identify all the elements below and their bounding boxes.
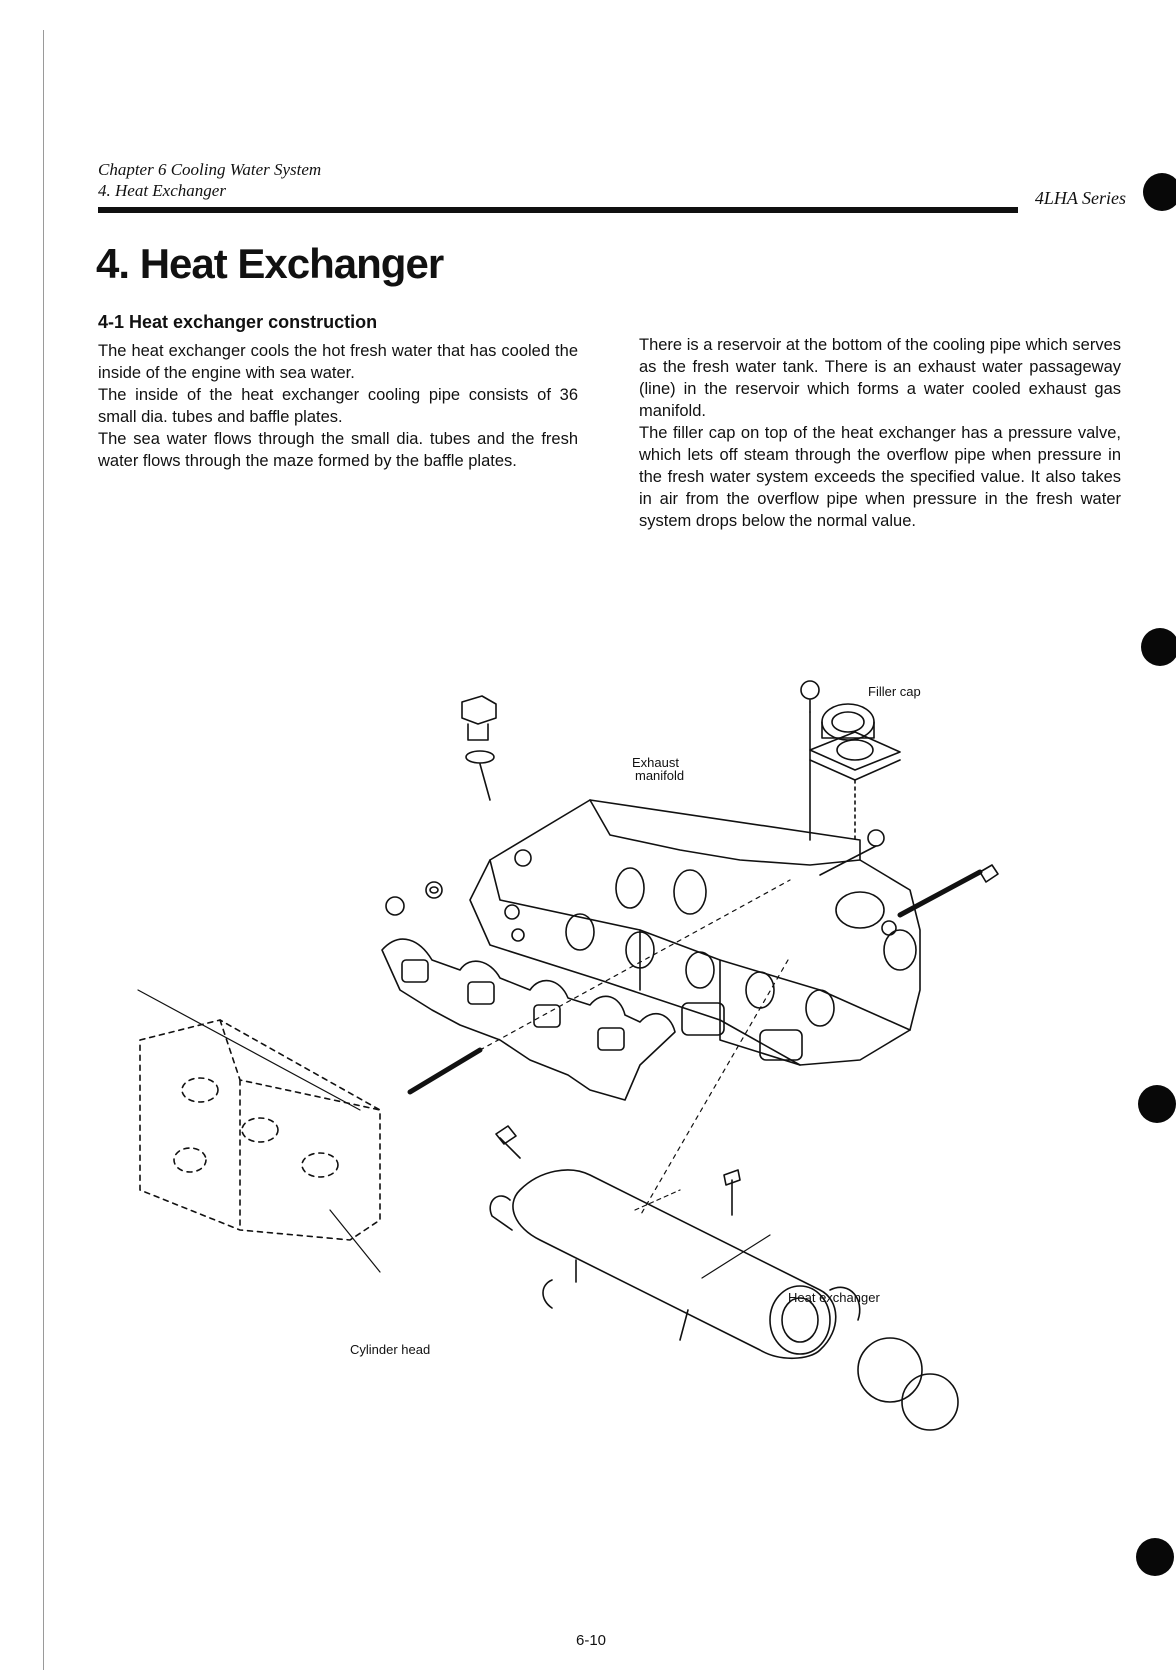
page-header: Chapter 6 Cooling Water System 4. Heat E… xyxy=(98,160,1130,215)
binder-margin-line xyxy=(43,30,44,1670)
exhaust-manifold-drawing xyxy=(469,799,921,1066)
paragraph: The heat exchanger cools the hot fresh w… xyxy=(98,342,578,382)
subsection-title: 4-1 Heat exchanger construction xyxy=(98,312,378,332)
filler-cap-label: Filler cap xyxy=(868,684,921,699)
cylinder-head-label: Cylinder head xyxy=(350,1342,431,1357)
page-number: 6-10 xyxy=(576,1632,607,1649)
series-label: 4LHA Series xyxy=(1034,188,1126,208)
cylinder-head-drawing xyxy=(139,1019,381,1241)
paragraph: The sea water flows through the small di… xyxy=(98,430,578,470)
heat-exchanger-drawing xyxy=(489,1125,959,1431)
section-title: 4. Heat Exchanger xyxy=(98,181,226,200)
paragraph: The inside of the heat exchanger cooling… xyxy=(98,386,578,426)
exhaust-manifold-label: Exhaust xyxy=(632,755,679,770)
drain-plug-drawing xyxy=(461,695,497,801)
punch-hole xyxy=(1143,173,1176,211)
punch-hole xyxy=(1136,1538,1174,1576)
left-column-text: The heat exchanger cools the hot fresh w… xyxy=(98,340,578,472)
chapter-title: Chapter 6 Cooling Water System xyxy=(98,160,322,179)
filler-cap-drawing xyxy=(800,680,901,841)
paragraph: There is a reservoir at the bottom of th… xyxy=(639,336,1121,420)
heat-exchanger-label: Heat exchanger xyxy=(788,1290,880,1305)
paragraph: The filler cap on top of the heat exchan… xyxy=(639,424,1121,530)
gasket-drawing xyxy=(381,938,676,1101)
right-column-text: There is a reservoir at the bottom of th… xyxy=(639,334,1121,532)
punch-hole xyxy=(1138,1085,1176,1123)
heat-exchanger-exploded-diagram: Filler cap Exhaust manifold Heat exchang… xyxy=(120,660,1080,1540)
punch-hole xyxy=(1141,628,1176,666)
page-title: 4. Heat Exchanger xyxy=(96,240,444,287)
exhaust-manifold-label: manifold xyxy=(635,768,685,783)
header-rule xyxy=(98,207,1018,213)
